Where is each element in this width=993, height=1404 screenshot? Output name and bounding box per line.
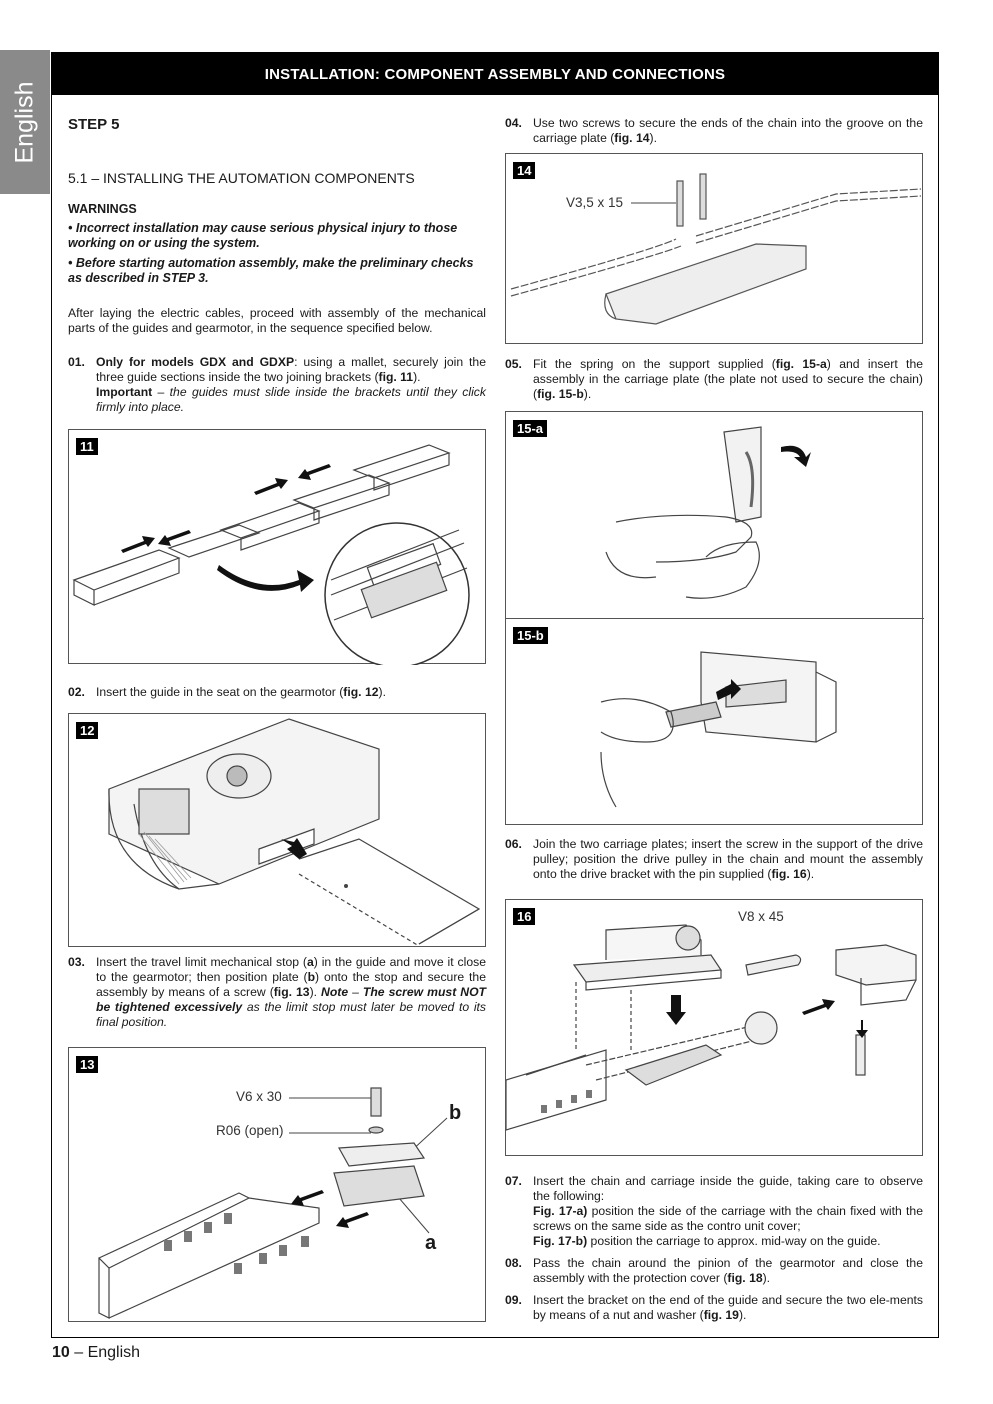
- screw-callout: V6 x 30: [236, 1089, 282, 1104]
- guide-sections-illustration: [72, 444, 470, 665]
- step-06: 06. Join the two carriage plates; insert…: [505, 837, 923, 881]
- figure-16-label: 16: [513, 908, 536, 925]
- step-05: 05. Fit the spring on the support suppli…: [505, 357, 923, 401]
- step-09: 09. Insert the bracket on the end of the…: [505, 1293, 923, 1322]
- figure-11: 11: [68, 429, 486, 665]
- figure-14-label: 14: [513, 162, 536, 179]
- footer-language: – English: [69, 1344, 141, 1361]
- step-02: 02. Insert the guide in the seat on the …: [68, 685, 386, 699]
- step-01: 01. Only for models GDX and GDXP: using …: [68, 355, 486, 414]
- page-footer: 10 – English: [52, 1344, 140, 1362]
- step-title: STEP 5: [68, 116, 120, 133]
- figure-15-divider: [506, 618, 924, 619]
- page-frame: [51, 52, 939, 1338]
- step-03: 03. Insert the travel limit mechanical s…: [68, 955, 487, 1029]
- step-04: 04. Use two screws to secure the ends of…: [505, 116, 923, 145]
- plate-letter: b: [449, 1102, 462, 1124]
- step-07: 07. Insert the chain and carriage inside…: [505, 1174, 923, 1248]
- right-column: 04. Use two screws to secure the ends of…: [505, 116, 924, 1322]
- stop-letter: a: [425, 1232, 437, 1254]
- warnings-title: WARNINGS: [68, 202, 137, 216]
- figure-11-label: 11: [76, 438, 98, 455]
- figure-15: 15-a 15-b: [505, 411, 924, 825]
- chain-carriage-illustration: [510, 173, 922, 325]
- washer-callout: R06 (open): [216, 1123, 284, 1138]
- section-header: INSTALLATION: COMPONENT ASSEMBLY AND CON…: [52, 53, 938, 95]
- figure-13: 13 V6 x 30 R06 (open) b a: [68, 1047, 486, 1322]
- section-title: 5.1 – INSTALLING THE AUTOMATION COMPONEN…: [68, 170, 415, 186]
- pin-screw-callout: V8 x 45: [738, 909, 784, 924]
- page-number: 10: [52, 1344, 70, 1361]
- intro-paragraph: After laying the electric cables, procee…: [68, 306, 486, 335]
- left-column: STEP 5 5.1 – INSTALLING THE AUTOMATION C…: [68, 112, 486, 1322]
- limit-stop-illustration: [97, 1087, 448, 1319]
- figure-14: 14 V3,5 x 15: [505, 153, 923, 344]
- figure-15b-label: 15-b: [513, 627, 548, 644]
- chain-screw-callout: V3,5 x 15: [566, 195, 624, 210]
- spring-support-illustration: [600, 426, 837, 808]
- figure-12-label: 12: [76, 722, 99, 739]
- warning-1: • Incorrect installation may cause serio…: [68, 221, 458, 250]
- figure-15a-label: 15-a: [513, 420, 548, 437]
- gearmotor-illustration: [108, 718, 481, 947]
- figure-16: 16 V8 x 45: [505, 899, 923, 1156]
- step-08: 08. Pass the chain around the pinion of …: [505, 1256, 923, 1285]
- drive-pulley-illustration: [506, 924, 917, 1131]
- figure-13-label: 13: [76, 1056, 99, 1073]
- warning-2: • Before starting automation assembly, m…: [68, 256, 474, 285]
- language-tab: English: [0, 50, 50, 194]
- language-tab-label: English: [10, 81, 39, 163]
- figure-12: 12: [68, 713, 486, 947]
